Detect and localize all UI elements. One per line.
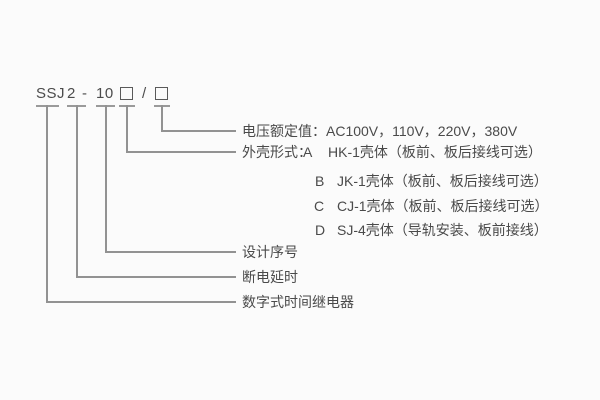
model-prefix: SSJ [36,85,66,102]
voltage-row: 电压额定值：AC100V，110V，220V，380V [242,123,517,140]
voltage-label: 电压额定值： [242,123,326,139]
voltage-values: AC100V，110V，220V，380V [326,123,518,139]
model-slash: / [142,85,147,102]
case-option-letter: C [314,198,325,214]
model-series: 2 [67,85,76,102]
connector-stem-delay-mode [76,105,78,278]
connector-line-product-type [46,301,236,303]
connector-line-case-form [126,151,236,153]
connector-line-design-serial [105,251,236,253]
delay-mode-label: 断电延时 [242,269,298,285]
case-option-letter: D [315,222,326,238]
voltage-placeholder-box [155,87,168,100]
connector-stem-voltage [161,105,163,132]
connector-stem-product-type [46,105,48,303]
product-type-label: 数字式时间继电器 [242,294,354,310]
case-form-label: 外壳形式： [242,144,312,160]
case-option-desc: SJ-4壳体（导轨安装、板前接线） [337,222,548,238]
case-option-desc: JK-1壳体（板前、板后接线可选） [337,173,548,189]
case-option-letter: A [303,144,313,160]
connector-line-voltage [161,130,236,132]
model-number: 10 [96,85,114,102]
design-serial-label: 设计序号 [242,244,298,260]
model-dash: - [82,85,88,102]
connector-line-delay-mode [76,276,236,278]
case-option-letter: B [315,173,325,189]
connector-stem-case-form [126,105,128,153]
case-option-desc: CJ-1壳体（板前、板后接线可选） [337,198,549,214]
connector-stem-design-serial [105,105,107,253]
case-option-desc: HK-1壳体（板前、板后接线可选） [328,144,542,160]
case-placeholder-box [120,87,133,100]
